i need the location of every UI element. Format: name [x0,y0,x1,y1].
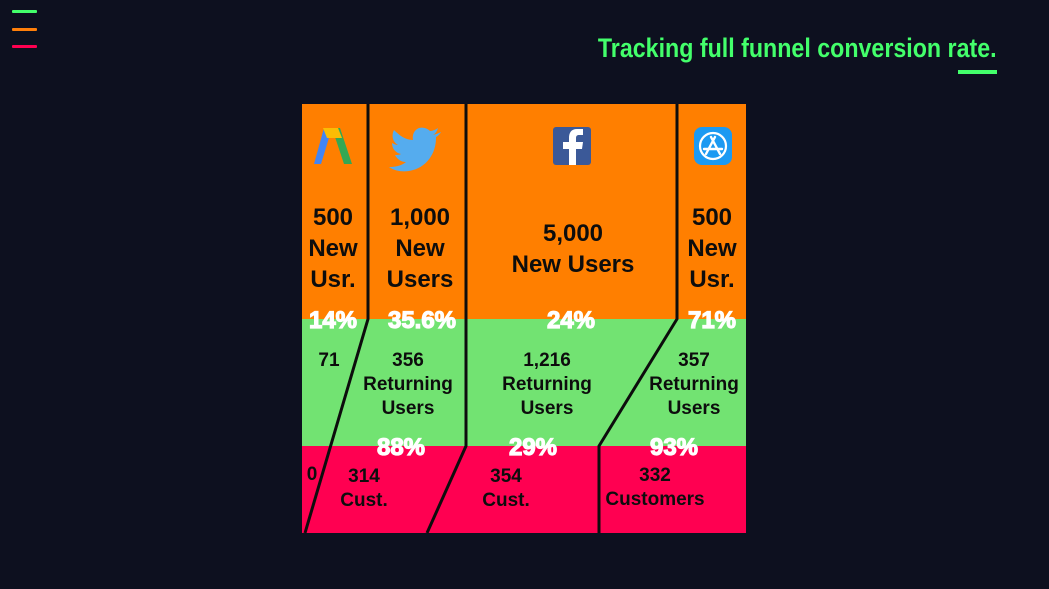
google-ads-icon [314,128,352,164]
twitter-bird [389,127,441,172]
customers-label-line: 332 [639,465,671,486]
lane-divider [597,104,679,533]
facebook-icon [553,127,591,165]
app-store-icon [694,127,732,165]
lane-divider [303,104,370,534]
hamburger-menu-icon[interactable] [12,10,38,50]
new-users-label-line: New [687,235,737,262]
new-to-returning-pct: 35.6% [388,307,456,334]
customers-label-line: 354 [490,466,522,487]
customers-label-line: Cust. [340,490,388,511]
new-users-label-line: New [308,235,358,262]
returning-users-label-line: 356 [392,350,424,371]
returning-users-label-line: Users [382,398,435,419]
returning-to-customer-pct: 88% [377,434,425,461]
app-store-ring [698,131,728,161]
returning-users-label-line: 71 [318,350,340,371]
customers-label-line: Customers [605,489,704,510]
menu-bar-middle [12,28,37,31]
menu-bar-top [12,10,37,13]
new-users-label-line: 500 [692,204,732,231]
new-users-band [302,104,746,319]
twitter-icon [389,127,441,172]
lane-divider [425,104,468,534]
app-store-a [702,135,724,156]
new-users-label-line: Usr. [689,266,734,293]
new-users-label-line: Users [387,266,454,293]
returning-users-band [302,319,746,446]
returning-to-customer-pct: 29% [509,434,557,461]
returning-users-label-line: Users [668,398,721,419]
returning-to-customer-pct: 93% [650,434,698,461]
customers-label-line: Cust. [482,490,530,511]
google-ads-yellow [323,128,342,138]
returning-users-label-line: 1,216 [523,350,571,371]
returning-users-label-line: 357 [678,350,710,371]
customers-label: 0 [307,464,318,485]
title-underline [958,70,997,74]
page-title: Tracking full funnel conversion rate. [598,33,997,63]
new-users-label-line: 500 [313,204,353,231]
returning-users-label-line: Users [521,398,574,419]
customers-label-line: 314 [348,466,380,487]
new-users-label-line: 5,000 [543,220,603,247]
customers-label-line: 0 [307,464,318,485]
new-to-returning-pct: 24% [547,307,595,334]
customers-band [302,446,746,533]
returning-users-label-line: Returning [649,374,739,395]
new-to-returning-pct: 71% [688,307,736,334]
returning-users-label-line: Returning [363,374,453,395]
new-users-label-line: New Users [512,251,635,278]
returning-users-label-line: Returning [502,374,592,395]
new-users-label-line: New [395,235,445,262]
new-users-label-line: Usr. [310,266,355,293]
new-to-returning-pct: 14% [309,307,357,334]
returning-users-label: 71 [318,350,340,371]
menu-bar-bottom [12,45,37,48]
facebook-f [563,129,583,165]
new-users-label-line: 1,000 [390,204,450,231]
